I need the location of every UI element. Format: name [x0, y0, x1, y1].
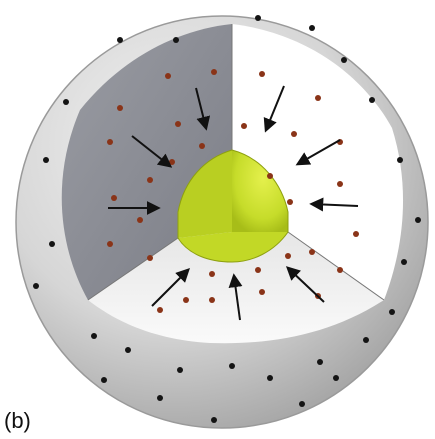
inner-particle [259, 71, 265, 77]
inner-particle [337, 181, 343, 187]
outer-particle [401, 259, 407, 265]
outer-particle [91, 333, 97, 339]
inner-particle [111, 195, 117, 201]
inner-particle [285, 253, 291, 259]
outer-particle [341, 57, 347, 63]
outer-particle [389, 309, 395, 315]
outer-particle [255, 15, 261, 21]
outer-particle [157, 395, 163, 401]
outer-particle [369, 97, 375, 103]
inner-particle [147, 177, 153, 183]
inner-particle [169, 159, 175, 165]
outer-particle [101, 377, 107, 383]
inner-particle [255, 267, 261, 273]
outer-particle [317, 359, 323, 365]
inner-particle [309, 249, 315, 255]
panel-label: (b) [4, 410, 31, 432]
inner-particle [209, 271, 215, 277]
inner-particle [241, 123, 247, 129]
inner-particle [107, 139, 113, 145]
inner-particle [337, 267, 343, 273]
inner-particle [209, 297, 215, 303]
outer-particle [333, 375, 339, 381]
inner-particle [315, 95, 321, 101]
inner-particle [353, 231, 359, 237]
outer-particle [49, 241, 55, 247]
inner-particle [183, 297, 189, 303]
outer-particle [177, 367, 183, 373]
inner-particle [175, 121, 181, 127]
outer-particle [117, 37, 123, 43]
inner-particle [291, 131, 297, 137]
outer-particle [33, 283, 39, 289]
inner-particle [157, 307, 163, 313]
inner-particle [211, 69, 217, 75]
outer-particle [267, 375, 273, 381]
outer-particle [309, 25, 315, 31]
inner-particle [259, 289, 265, 295]
outer-particle [229, 363, 235, 369]
inner-particle [165, 73, 171, 79]
outer-particle [43, 157, 49, 163]
outer-particle [125, 347, 131, 353]
outer-particle [211, 417, 217, 423]
inner-particle [107, 241, 113, 247]
inner-particle [147, 255, 153, 261]
inner-particle [117, 105, 123, 111]
outer-particle [415, 217, 421, 223]
inner-particle [199, 143, 205, 149]
outer-particle [63, 99, 69, 105]
outer-particle [363, 337, 369, 343]
inner-particle [287, 199, 293, 205]
outer-particle [299, 401, 305, 407]
inner-particle [137, 217, 143, 223]
outer-particle [397, 157, 403, 163]
outer-particle [173, 37, 179, 43]
inner-particle [267, 173, 273, 179]
